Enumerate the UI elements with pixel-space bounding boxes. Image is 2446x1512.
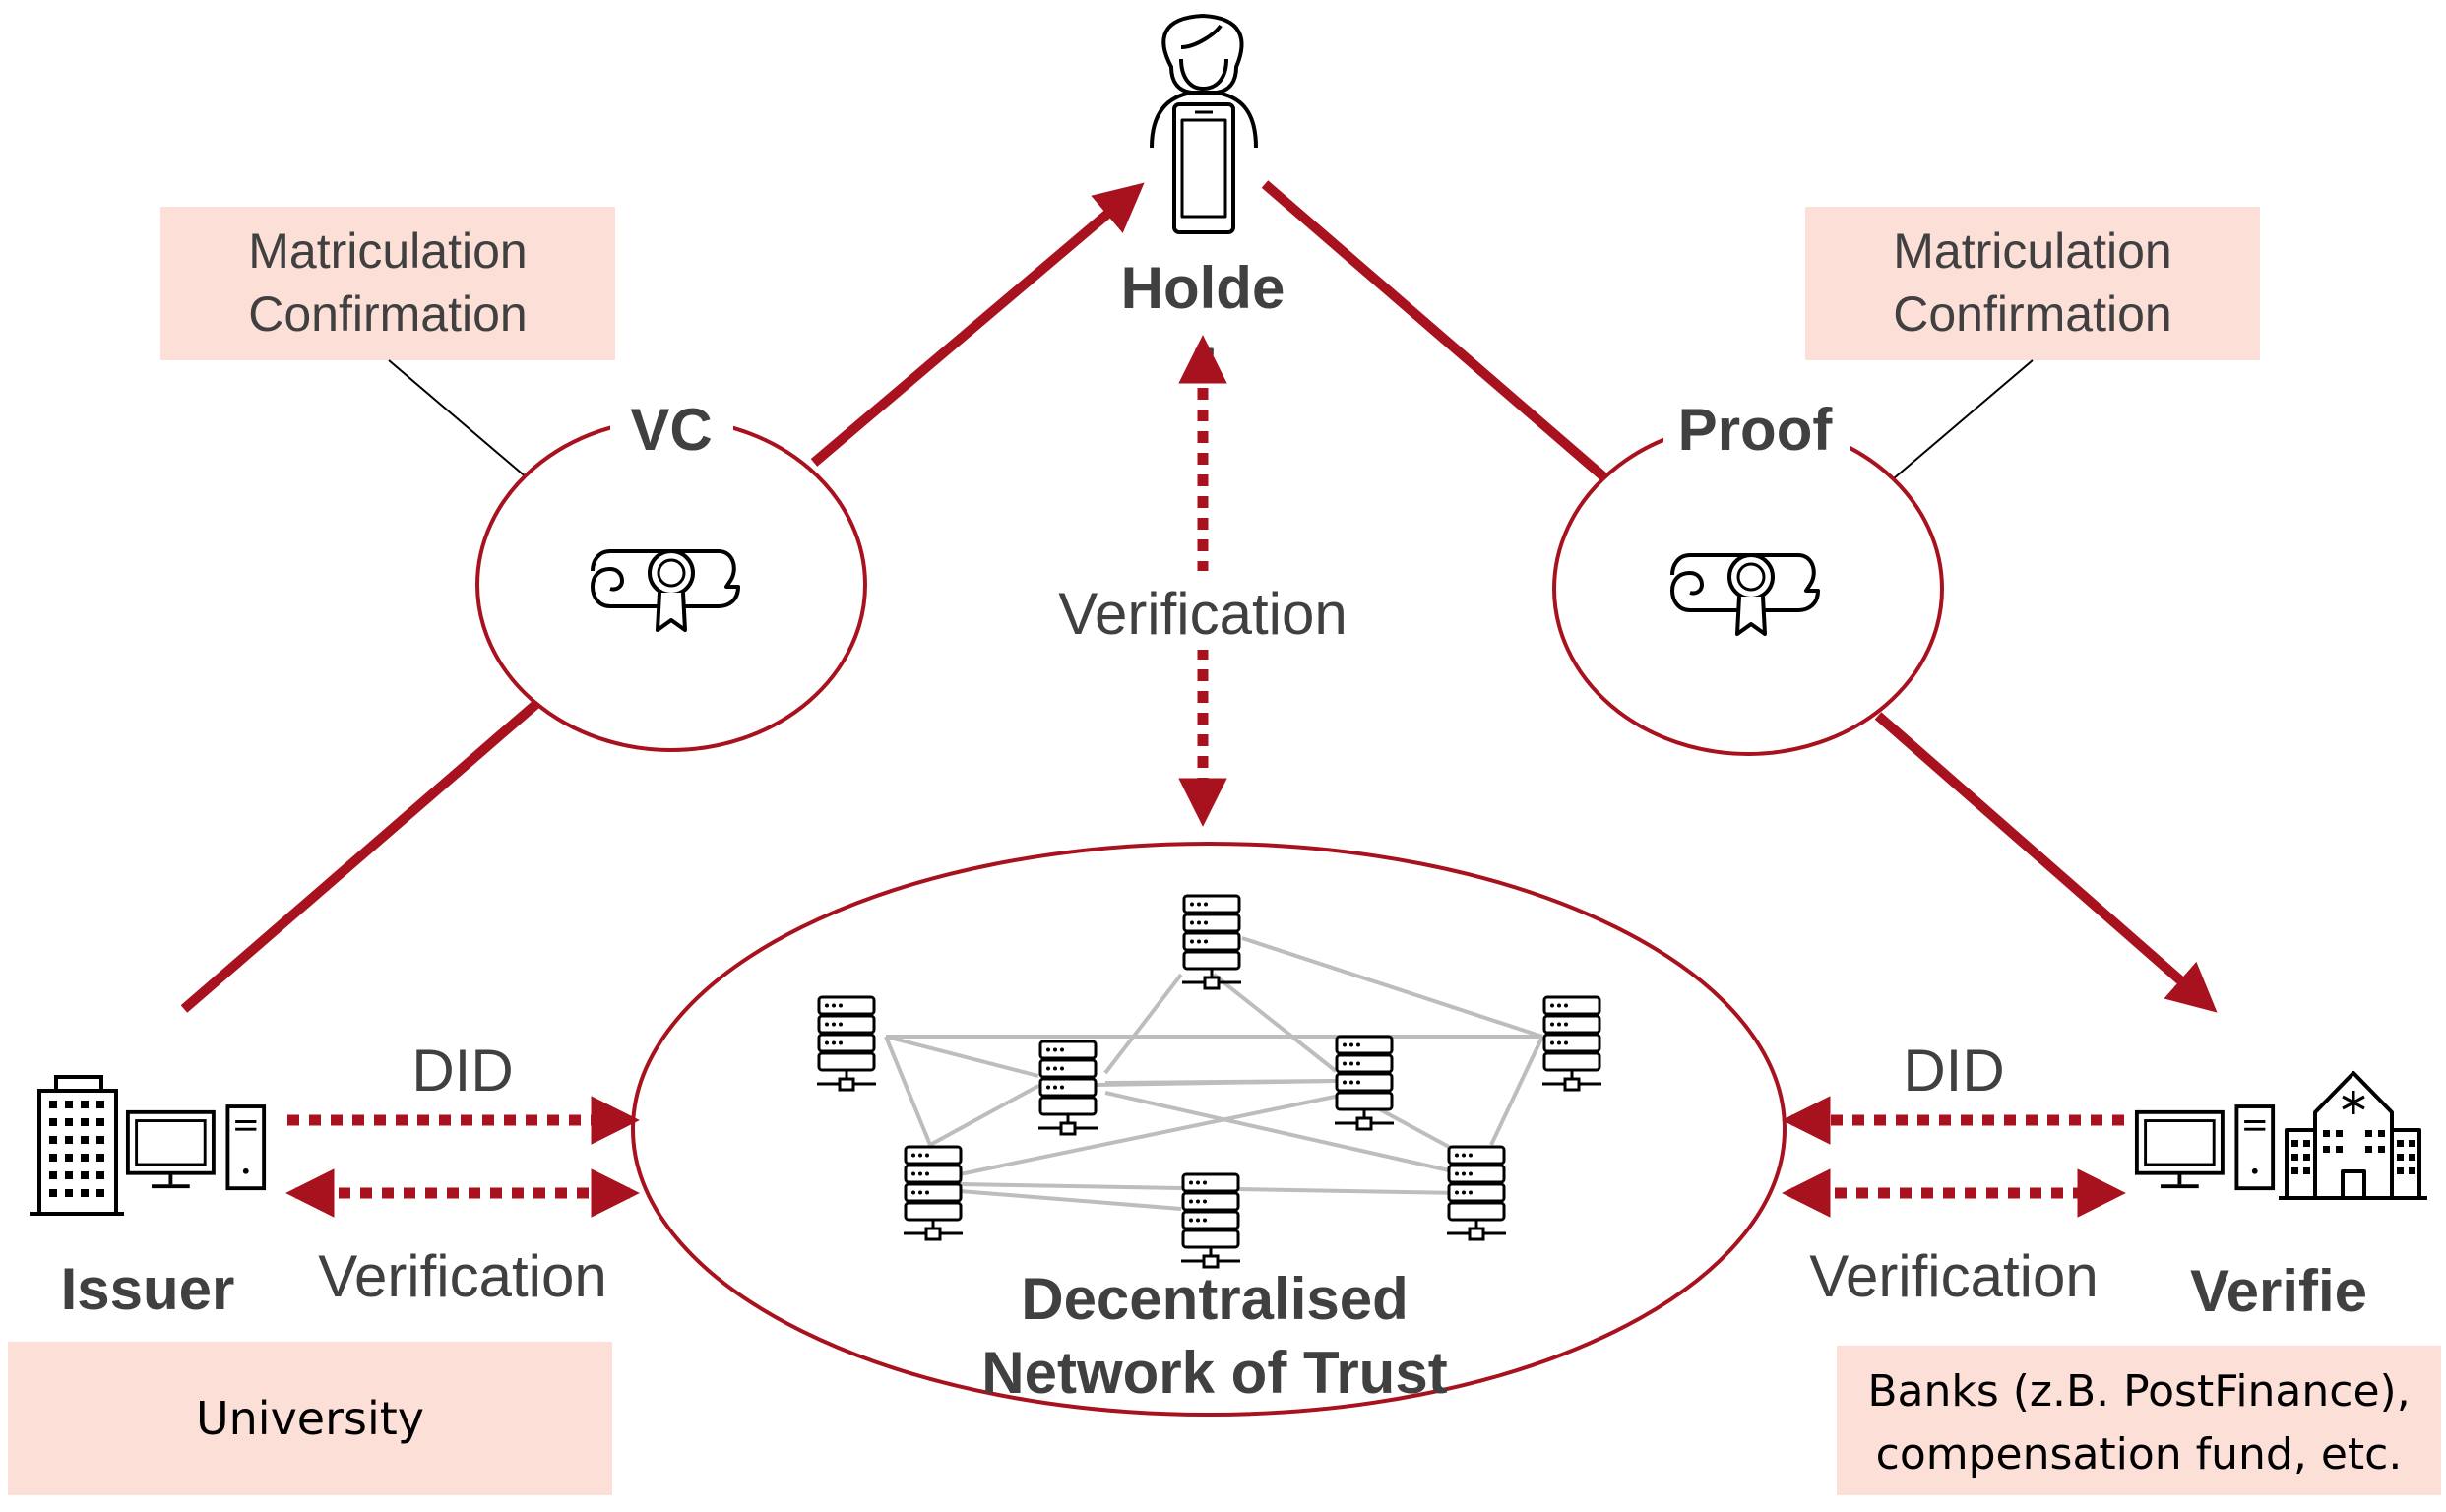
svg-text:Matriculation: Matriculation: [248, 223, 527, 279]
person-with-phone-icon: [1150, 14, 1258, 234]
svg-text:Confirmation: Confirmation: [248, 286, 527, 342]
verification-center-label: Verification: [1058, 581, 1348, 647]
network-title-line2: Network of Trust: [981, 1340, 1447, 1406]
proof-circle: Proof: [1552, 394, 1944, 756]
credential-box-right: Matriculation Confirmation: [1805, 207, 2260, 360]
network-title-line1: Decentralised: [1021, 1266, 1409, 1332]
holder-label: Holde: [1121, 255, 1286, 321]
did-right-label: DID: [1903, 1038, 2004, 1103]
verifier-description-box: Banks (z.B. PostFinance), compensation f…: [1837, 1346, 2441, 1495]
svg-text:Matriculation: Matriculation: [1893, 223, 2171, 279]
svg-text:compensation fund, etc.: compensation fund, etc.: [1876, 1429, 2403, 1480]
holder-label-overflow: r: [1191, 327, 1214, 393]
issuer-to-vc-line: [180, 700, 540, 1013]
svg-text:Banks (z.B. PostFinance),: Banks (z.B. PostFinance),: [1867, 1366, 2410, 1417]
svg-text:University: University: [196, 1392, 424, 1445]
hospital-building-icon: [2279, 1071, 2427, 1200]
vc-label: VC: [630, 397, 712, 463]
proof-to-verifier-arrow: [1874, 712, 2218, 1013]
credential-box-left: Matriculation Confirmation: [160, 207, 615, 360]
issuer-description-box: University: [8, 1342, 612, 1495]
did-left-label: DID: [411, 1038, 513, 1103]
vc-circle: VC: [475, 394, 867, 752]
proof-label: Proof: [1678, 397, 1834, 463]
verifier-label: Verifie: [2190, 1258, 2367, 1324]
desktop-computer-icon: [125, 1104, 267, 1191]
verification-right-label: Verification: [1809, 1243, 2099, 1309]
desktop-computer-icon: [2134, 1104, 2276, 1191]
office-building-icon: [30, 1075, 124, 1216]
vc-to-holder-arrow: [810, 182, 1145, 467]
holder-to-proof-line: [1261, 180, 1608, 481]
svg-text:Confirmation: Confirmation: [1893, 286, 2171, 342]
verification-left-label: Verification: [318, 1243, 607, 1309]
issuer-label: Issuer: [61, 1256, 235, 1322]
